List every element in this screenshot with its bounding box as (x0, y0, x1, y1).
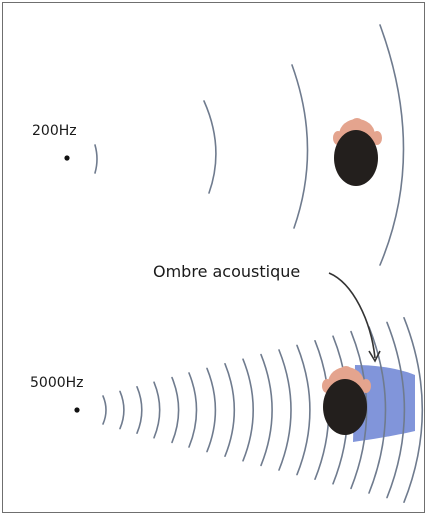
wave-5000-10 (260, 353, 273, 467)
sound-source-dot-200hz (64, 155, 70, 161)
wave-5000-12 (296, 344, 311, 476)
diagram-canvas (64, 24, 424, 503)
wave-5000-3 (136, 386, 143, 434)
wave-5000-9 (242, 358, 254, 462)
wave-5000-5 (171, 376, 180, 444)
wave-5000-17 (386, 321, 406, 499)
label-5000hz: 5000Hz (30, 375, 84, 391)
arrow-pointer (328, 272, 381, 363)
wave-5000-8 (224, 363, 236, 457)
sound-source-dot-5000hz (74, 407, 80, 413)
wave-200-4 (379, 24, 405, 266)
wave-200-1 (94, 144, 98, 174)
wave-5000-2 (119, 390, 125, 430)
wave-5000-18 (403, 317, 424, 503)
hair-200 (334, 130, 378, 186)
waves-200hz (94, 24, 405, 266)
wave-200-3 (291, 64, 309, 229)
label-200hz: 200Hz (32, 123, 77, 139)
wave-5000-4 (153, 381, 161, 439)
head-top-view-200hz (333, 118, 382, 186)
wave-5000-1 (102, 395, 107, 425)
waves-5000hz (102, 317, 424, 503)
wave-5000-11 (278, 349, 292, 471)
wave-5000-6 (188, 372, 198, 448)
wave-200-2 (203, 100, 217, 194)
head-top-view-5000hz (322, 366, 371, 435)
wave-5000-16 (368, 326, 387, 494)
hair-5000 (323, 379, 367, 435)
label-acoustic-shadow: Ombre acoustique (153, 262, 301, 281)
wave-5000-7 (206, 367, 217, 453)
